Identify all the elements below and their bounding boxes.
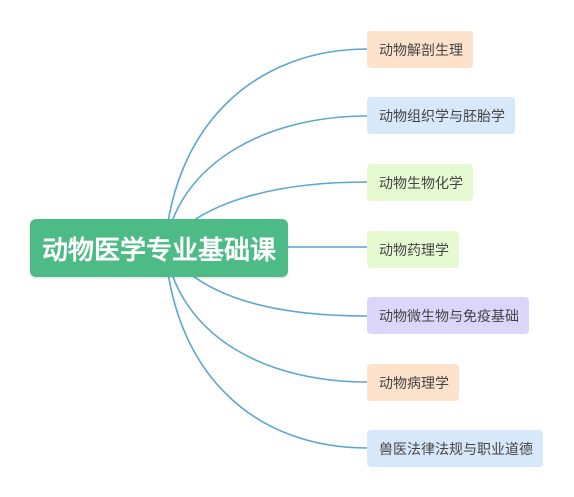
child-topic-veterinary-law-ethics[interactable]: 兽医法律法规与职业道德 bbox=[367, 430, 543, 467]
connector-6 bbox=[164, 246, 368, 449]
root-topic[interactable]: 动物医学专业基础课 bbox=[30, 219, 288, 277]
child-topic-microbiology-immunology[interactable]: 动物微生物与免疫基础 bbox=[367, 297, 529, 334]
child-topic-histology-embryology[interactable]: 动物组织学与胚胎学 bbox=[367, 97, 515, 134]
child-topic-pharmacology[interactable]: 动物药理学 bbox=[367, 231, 459, 268]
child-topic-anatomy-physiology[interactable]: 动物解剖生理 bbox=[367, 31, 473, 68]
connector-5 bbox=[164, 246, 368, 383]
connector-1 bbox=[164, 115, 368, 248]
connector-0 bbox=[164, 48, 368, 248]
child-topic-biochemistry[interactable]: 动物生物化学 bbox=[367, 164, 473, 201]
child-topic-pathology[interactable]: 动物病理学 bbox=[367, 364, 459, 401]
